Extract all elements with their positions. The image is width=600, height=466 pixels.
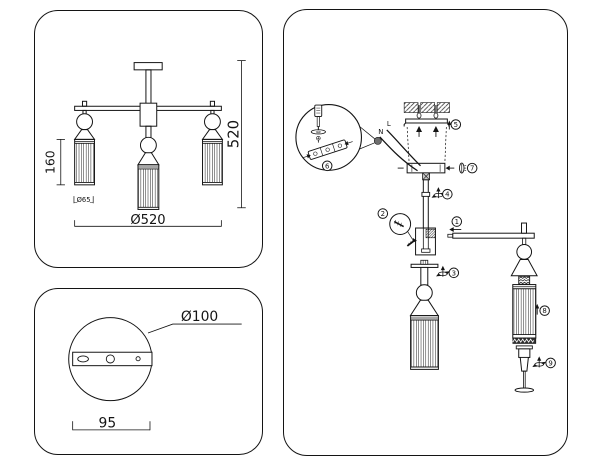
hub-body <box>415 227 436 256</box>
rotate-icon-step3 <box>436 266 450 278</box>
dimension-shade-height <box>56 138 65 186</box>
svg-text:7: 7 <box>470 165 474 173</box>
wire-grommet <box>373 137 382 145</box>
step-badge-5: 5 <box>450 119 462 130</box>
step-badge-6: 6 <box>321 160 333 172</box>
right-lamp-shade <box>202 138 223 186</box>
rotate-icon-step9 <box>532 357 546 368</box>
ceiling-plate <box>133 62 163 71</box>
wire-neutral-label: N <box>378 128 383 136</box>
step-badge-4: 4 <box>442 188 453 200</box>
center-lamp-shade <box>137 164 160 210</box>
svg-text:9: 9 <box>548 359 552 367</box>
ceiling-screw-left <box>416 105 422 119</box>
lamp-arm <box>447 222 535 239</box>
right-exploded-lamp <box>510 237 538 393</box>
mains-wires <box>379 129 421 172</box>
detail-leader-lines <box>357 125 376 151</box>
step-badge-1: 1 <box>451 216 463 227</box>
socket-threads <box>518 275 531 285</box>
center-exploded-lamp <box>409 259 440 370</box>
canopy-view-panel: Ø100 95 <box>34 288 263 455</box>
step-badge-2: 2 <box>377 208 389 219</box>
center-wire-hole <box>105 354 115 364</box>
front-view-panel: 160 520 Ø65 Ø520 <box>34 10 263 268</box>
main-stem <box>421 179 431 229</box>
step-badge-9: 9 <box>545 357 556 369</box>
fixture-height-label: 520 <box>225 120 243 148</box>
mini-screw-icon <box>393 219 405 228</box>
canopy <box>397 162 446 181</box>
svg-text:1: 1 <box>455 218 459 226</box>
canopy-screw-up-right <box>432 125 439 137</box>
ceiling-screw-right <box>433 105 439 119</box>
step-badges: 1 2 3 4 5 <box>321 119 556 369</box>
arm-socket-thread <box>425 228 436 239</box>
center-stem <box>145 69 152 107</box>
svg-text:4: 4 <box>445 191 450 199</box>
hole-spacing-label: 95 <box>99 415 117 431</box>
dimension-fixture-diameter <box>74 220 222 227</box>
hub-set-screw-icon <box>406 238 417 247</box>
shade-height-label: 160 <box>42 150 57 174</box>
stem-lock-ring <box>421 191 431 197</box>
step-badge-7: 7 <box>466 162 478 174</box>
left-lamp-shade <box>74 138 95 186</box>
leader-line-diameter <box>147 323 242 334</box>
slot-hole <box>77 355 89 363</box>
shade-diameter-label: Ø65 <box>77 196 91 204</box>
alignment-guides <box>406 126 447 163</box>
svg-text:6: 6 <box>325 162 329 170</box>
step8-arrow-icon <box>535 303 540 315</box>
dimension-hole-spacing <box>72 421 151 431</box>
dimension-shade-diameter <box>73 196 94 204</box>
center-lamp <box>137 125 160 210</box>
wiring-detail-bubble <box>295 104 362 171</box>
step7-screw-icon <box>445 162 467 174</box>
shade-retainer-teeth <box>512 337 537 344</box>
step5-arrow-icon <box>447 120 452 130</box>
center-body <box>139 102 158 127</box>
screwdriver-icon <box>314 104 323 130</box>
terminal-block-icon <box>302 139 353 160</box>
finial-assembly <box>514 345 535 393</box>
step1-arrow-icon <box>449 227 462 232</box>
svg-text:2: 2 <box>381 210 385 218</box>
center-shade <box>410 315 439 370</box>
assembly-panel: 1 2 3 4 5 <box>283 9 568 456</box>
ceiling-section <box>403 102 450 113</box>
right-shade <box>512 284 537 339</box>
screw-hole <box>135 356 141 362</box>
canopy-diameter-label: Ø100 <box>181 309 218 325</box>
svg-text:3: 3 <box>452 269 456 277</box>
svg-text:5: 5 <box>454 121 458 129</box>
dimension-fixture-height <box>237 60 246 209</box>
fixture-diameter-label: Ø520 <box>130 213 165 228</box>
mounting-bracket-plate <box>72 351 153 367</box>
mounting-bracket <box>403 118 450 127</box>
svg-text:8: 8 <box>542 307 546 315</box>
washer-icon <box>310 129 326 135</box>
terminal-screw-icon <box>316 136 321 143</box>
left-lamp <box>73 100 96 186</box>
canopy-screw-up-left <box>416 125 423 137</box>
step-badge-8: 8 <box>539 305 550 316</box>
set-screw-detail-bubble <box>389 213 413 240</box>
wire-live-label: L <box>387 120 391 128</box>
right-lamp <box>201 100 224 186</box>
step-badge-3: 3 <box>448 267 460 279</box>
